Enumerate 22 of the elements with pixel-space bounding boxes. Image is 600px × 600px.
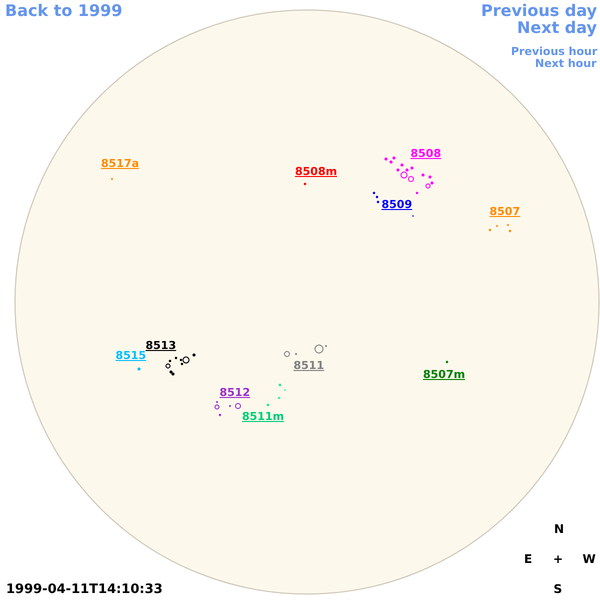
region-link: 8511m	[242, 411, 284, 422]
navigation-link: Previous day	[481, 3, 598, 19]
navigation-link: Previous hour	[511, 46, 598, 57]
region-link: 8517a	[101, 158, 140, 169]
navigation-link: Next hour	[535, 58, 596, 69]
region-link: 8509	[382, 199, 412, 210]
region-link: 8513	[146, 340, 176, 351]
region-link: 8508	[410, 148, 442, 159]
region-link: 8515	[116, 350, 146, 361]
region-link: 8508m	[295, 166, 338, 177]
region-link: 8511	[294, 360, 324, 371]
region-link: 8512	[220, 387, 250, 398]
compass-label: W	[582, 553, 596, 565]
compass-label: N	[554, 523, 564, 535]
region-link: 8507	[490, 206, 520, 217]
compass-center-mark: +	[553, 553, 564, 565]
navigation-link: Next day	[517, 20, 597, 36]
timestamp-text: 1999-04-11T14:10:33	[6, 583, 163, 596]
compass-label: S	[554, 583, 562, 595]
compass-label: E	[524, 553, 532, 565]
region-link: 8507m	[423, 369, 466, 380]
navigation-link: Back to 1999	[5, 3, 122, 19]
